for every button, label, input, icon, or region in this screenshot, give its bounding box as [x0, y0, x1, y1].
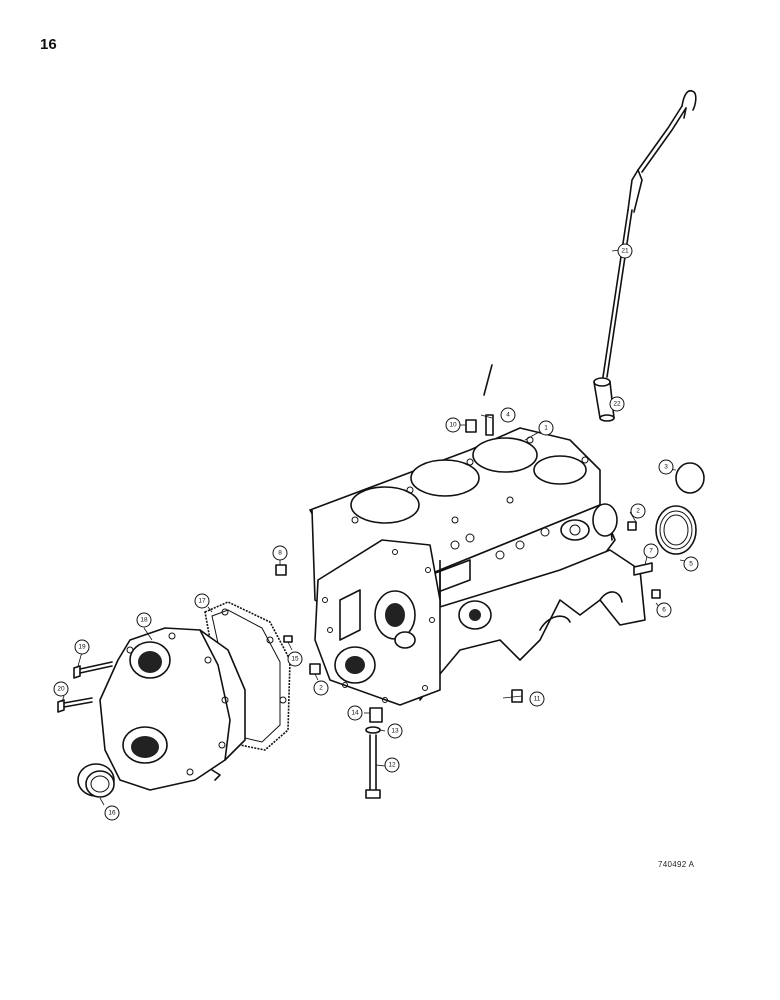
callout-number: 3: [664, 464, 668, 471]
callout-14: 14: [347, 705, 363, 721]
callout-circle: [617, 243, 633, 259]
callout-circle: [643, 543, 659, 559]
callout-3: 3: [658, 459, 674, 475]
callout-7: 7: [643, 543, 659, 559]
callout-17: 17: [194, 593, 210, 609]
callout-number: 2: [636, 508, 640, 515]
callout-4: 4: [500, 407, 516, 423]
callout-13: 13: [387, 723, 403, 739]
callout-circle: [609, 396, 625, 412]
drawing-reference-code: 740492 A: [658, 860, 695, 869]
callout-circle: [384, 757, 400, 773]
callout-number: 17: [198, 598, 206, 605]
callout-1: 1: [538, 420, 554, 436]
callout-number: 1: [544, 425, 548, 432]
rear-oil-seal: [655, 505, 697, 555]
dipstick: [483, 90, 697, 396]
callout-15: 15: [287, 651, 303, 667]
callout-11: 11: [529, 691, 545, 707]
callout-circle: [347, 705, 363, 721]
callout-18: 18: [136, 612, 152, 628]
timing-cover: [99, 627, 246, 791]
callout-circle: [529, 691, 545, 707]
callout-circle: [387, 723, 403, 739]
callout-12: 12: [384, 757, 400, 773]
callout-5: 5: [683, 556, 699, 572]
callout-number: 13: [391, 728, 399, 735]
callout-circle: [136, 612, 152, 628]
callout-circle: [500, 407, 516, 423]
callout-circle: [658, 459, 674, 475]
callout-21: 21: [617, 243, 633, 259]
expansion-plug: [675, 462, 705, 494]
bolts-and-studs: [57, 414, 661, 799]
callout-number: 14: [351, 710, 359, 717]
callout-number: 12: [388, 762, 396, 769]
callout-number: 22: [613, 401, 621, 408]
front-plate: [314, 539, 441, 706]
callout-number: 18: [140, 617, 148, 624]
callout-6: 6: [656, 602, 672, 618]
callout-8: 8: [272, 545, 288, 561]
callout-number: 2: [319, 685, 323, 692]
callout-circle: [74, 639, 90, 655]
callout-number: 19: [78, 644, 86, 651]
callout-10: 10: [445, 417, 461, 433]
callout-circle: [683, 556, 699, 572]
callout-circle: [656, 602, 672, 618]
callout-20: 20: [53, 681, 69, 697]
callout-circle: [104, 805, 120, 821]
callout-number: 10: [449, 422, 457, 429]
callout-number: 4: [506, 412, 510, 419]
callout-circle: [445, 417, 461, 433]
callout-circle: [53, 681, 69, 697]
callout-22: 22: [609, 396, 625, 412]
callout-circle: [313, 680, 329, 696]
callout-2: 2: [630, 503, 646, 519]
callout-2: 2: [313, 680, 329, 696]
callout-number: 15: [291, 656, 299, 663]
callout-number: 6: [662, 607, 666, 614]
callout-number: 5: [689, 561, 693, 568]
callout-circle: [630, 503, 646, 519]
callout-number: 16: [108, 810, 116, 817]
callout-number: 20: [57, 686, 65, 693]
callout-circle: [538, 420, 554, 436]
callout-19: 19: [74, 639, 90, 655]
callout-circle: [194, 593, 210, 609]
callout-number: 11: [534, 696, 541, 703]
page-number: 16: [40, 36, 57, 53]
callout-number: 21: [621, 248, 629, 255]
callout-circle: [287, 651, 303, 667]
callout-number: 8: [278, 550, 282, 557]
callout-16: 16: [104, 805, 120, 821]
front-oil-seal: [77, 763, 115, 798]
callout-number: 7: [649, 548, 653, 555]
callout-circle: [272, 545, 288, 561]
